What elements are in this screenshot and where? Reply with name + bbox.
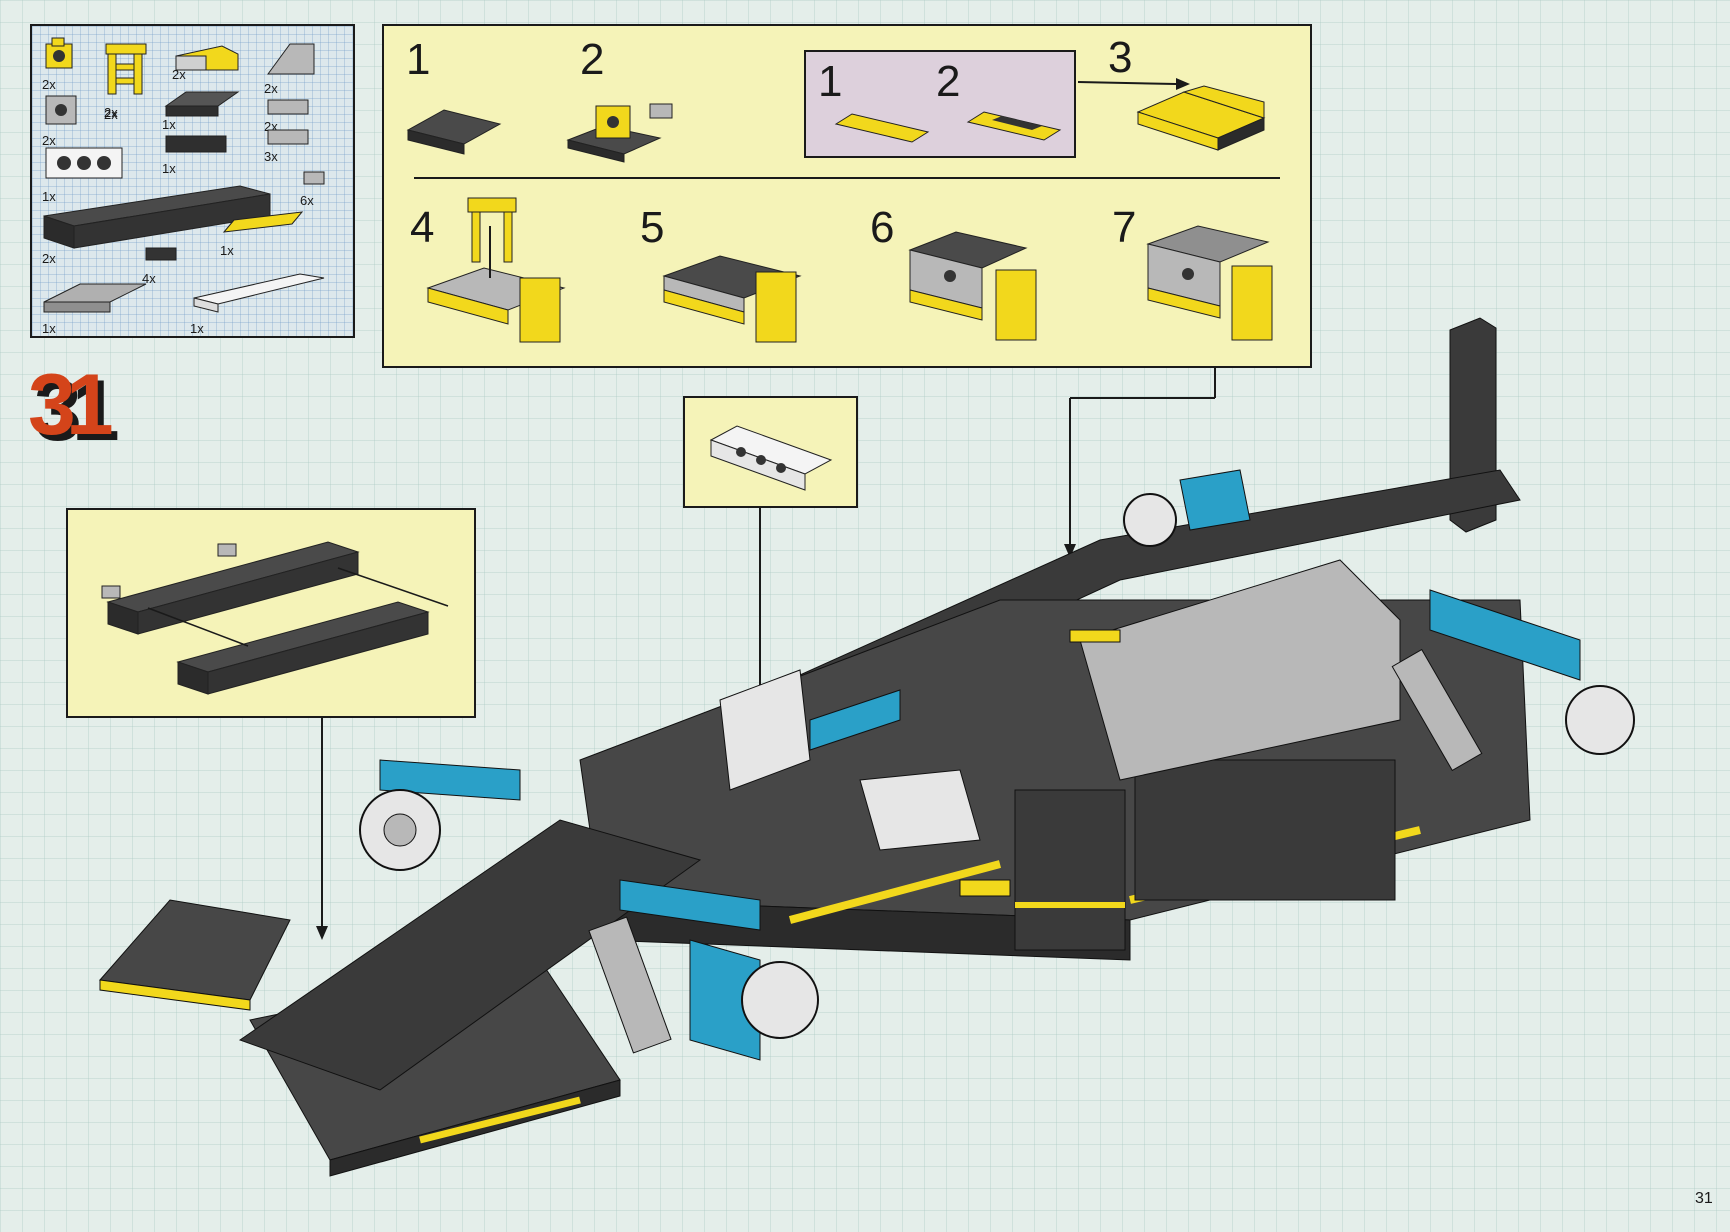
part-qty: 3x [264, 149, 278, 164]
subpanel-label: 2 [936, 57, 961, 106]
part-qty: 2x [264, 81, 278, 96]
substep-label: 1 [406, 35, 431, 84]
part-yellow-slope [175, 45, 239, 71]
callout-black-beams [101, 541, 449, 695]
part-yellow-ladder [105, 43, 147, 95]
substep-assembly-panel: 1 2 1 2 3 4 5 6 7 [382, 24, 1312, 368]
substep-3-subassembly-panel: 1 2 [804, 50, 1076, 158]
part-grey-round-brick [45, 95, 77, 125]
substep-label: 4 [410, 203, 435, 252]
part-qty: 2x [42, 133, 56, 148]
substep-label: 3 [1108, 33, 1133, 82]
substep-3-assembly [1136, 85, 1266, 151]
part-qty: 4x [142, 271, 156, 286]
part-white-beam-3 [45, 147, 123, 179]
substep-label: 5 [640, 203, 665, 252]
part-black-axle-pin [145, 247, 177, 261]
substep-label: 6 [870, 203, 895, 252]
part-qty: 2x [42, 77, 56, 92]
step-number: 31 [28, 357, 114, 453]
part-qty: 1x [162, 117, 176, 132]
substep-4-assembly [426, 197, 566, 343]
part-qty: 1x [42, 189, 56, 204]
part-qty: 1x [42, 321, 56, 336]
part-white-plate-long [193, 273, 325, 313]
substep-label: 7 [1112, 203, 1137, 252]
part-qty: 1x [162, 161, 176, 176]
substep-7-assembly [1146, 225, 1273, 341]
substep-5-assembly [662, 255, 802, 343]
part-qty: 6x [300, 193, 314, 208]
parts-list-panel: 2x 2x 2x 2x 2x 1x 2x 2x 1x 3x 1x 6x 2x 1… [30, 24, 355, 338]
substep-divider [414, 177, 1280, 179]
beam-assembly-callout [66, 508, 476, 718]
callout-white-beam [709, 425, 833, 491]
part-grey-plate-2x6 [43, 283, 147, 313]
substep-label: 2 [580, 35, 605, 84]
part-qty: 1x [220, 243, 234, 258]
part-yellow-tile [222, 211, 304, 233]
subpanel-label: 1 [818, 57, 843, 106]
part-black-plate-2x4 [164, 91, 240, 117]
part-qty: 2x [104, 105, 118, 120]
part-qty: 1x [190, 321, 204, 336]
subpanel-yellow-tile-decorated [966, 111, 1062, 141]
part-grey-grille [267, 129, 309, 145]
part-grey-pin [303, 171, 325, 185]
substep-6-assembly [908, 231, 1037, 341]
part-black-beam-16 [43, 185, 271, 249]
part-qty: 2x [42, 251, 56, 266]
part-qty: 2x [172, 67, 186, 82]
substep-3-arrow [1077, 78, 1190, 90]
substep-2-brick-on-plate [566, 103, 673, 163]
white-beam-callout [683, 396, 858, 508]
substep-1-black-plate [406, 109, 502, 155]
part-qty: 2x [104, 107, 118, 122]
part-grey-plate [267, 99, 309, 115]
part-grey-slope [267, 43, 315, 75]
subpanel-yellow-tile [834, 113, 930, 143]
page-number: 31 [1695, 1190, 1713, 1207]
part-black-plate-small [165, 135, 227, 153]
part-yellow-round-brick [45, 37, 73, 69]
